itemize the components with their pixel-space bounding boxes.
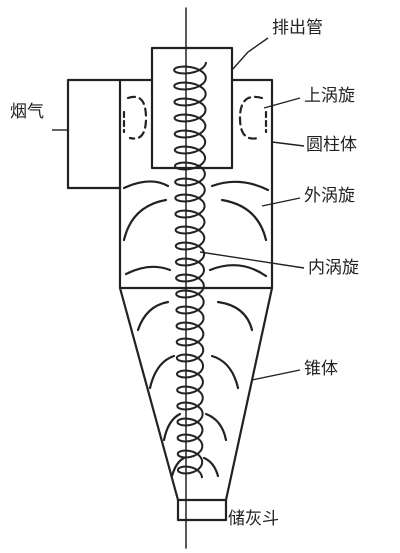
outer-vortex-arc (122, 198, 168, 242)
label-upper-vortex: 上涡旋 (304, 86, 355, 106)
leader-exhaust-pipe (231, 37, 269, 71)
outer-vortex-arc (210, 180, 270, 192)
leader-cylinder (271, 141, 305, 147)
inlet-duct (66, 78, 122, 190)
outer-vortex-arc (216, 300, 254, 332)
upper-vortex-left (126, 95, 148, 140)
outer-vortex-arc (208, 264, 268, 278)
cone-body (118, 286, 274, 502)
leader-upper-vortex (263, 97, 301, 109)
label-exhaust-pipe: 排出管 (272, 18, 323, 38)
label-ash-hopper: 储灰斗 (228, 509, 279, 529)
cylinder-body (118, 78, 274, 290)
outer-vortex-arc (136, 300, 170, 332)
outer-vortex-arc (122, 180, 170, 190)
upper-vortex-right (238, 95, 264, 140)
label-cylinder: 圆柱体 (306, 135, 357, 155)
ash-hopper (176, 498, 228, 522)
outer-vortex-arc (162, 412, 182, 442)
outer-vortex-arc (220, 198, 268, 242)
leader-cone (251, 369, 301, 381)
outer-vortex-arc (204, 412, 228, 442)
label-inner-vortex: 内涡旋 (308, 258, 359, 278)
label-outer-vortex: 外涡旋 (304, 186, 355, 206)
outer-vortex-arc (170, 456, 186, 478)
outer-vortex-arc (210, 354, 240, 390)
leader-inner-vortex (199, 251, 305, 269)
exhaust-pipe (150, 46, 234, 170)
label-cone: 锥体 (304, 359, 338, 379)
inner-vortex-coil (173, 61, 207, 479)
outer-vortex-arc (148, 354, 176, 390)
leader-outer-vortex (261, 197, 301, 207)
outer-vortex-arc (124, 265, 172, 276)
outer-vortex-arc (202, 456, 220, 478)
label-flue-gas: 烟气 (10, 102, 44, 122)
